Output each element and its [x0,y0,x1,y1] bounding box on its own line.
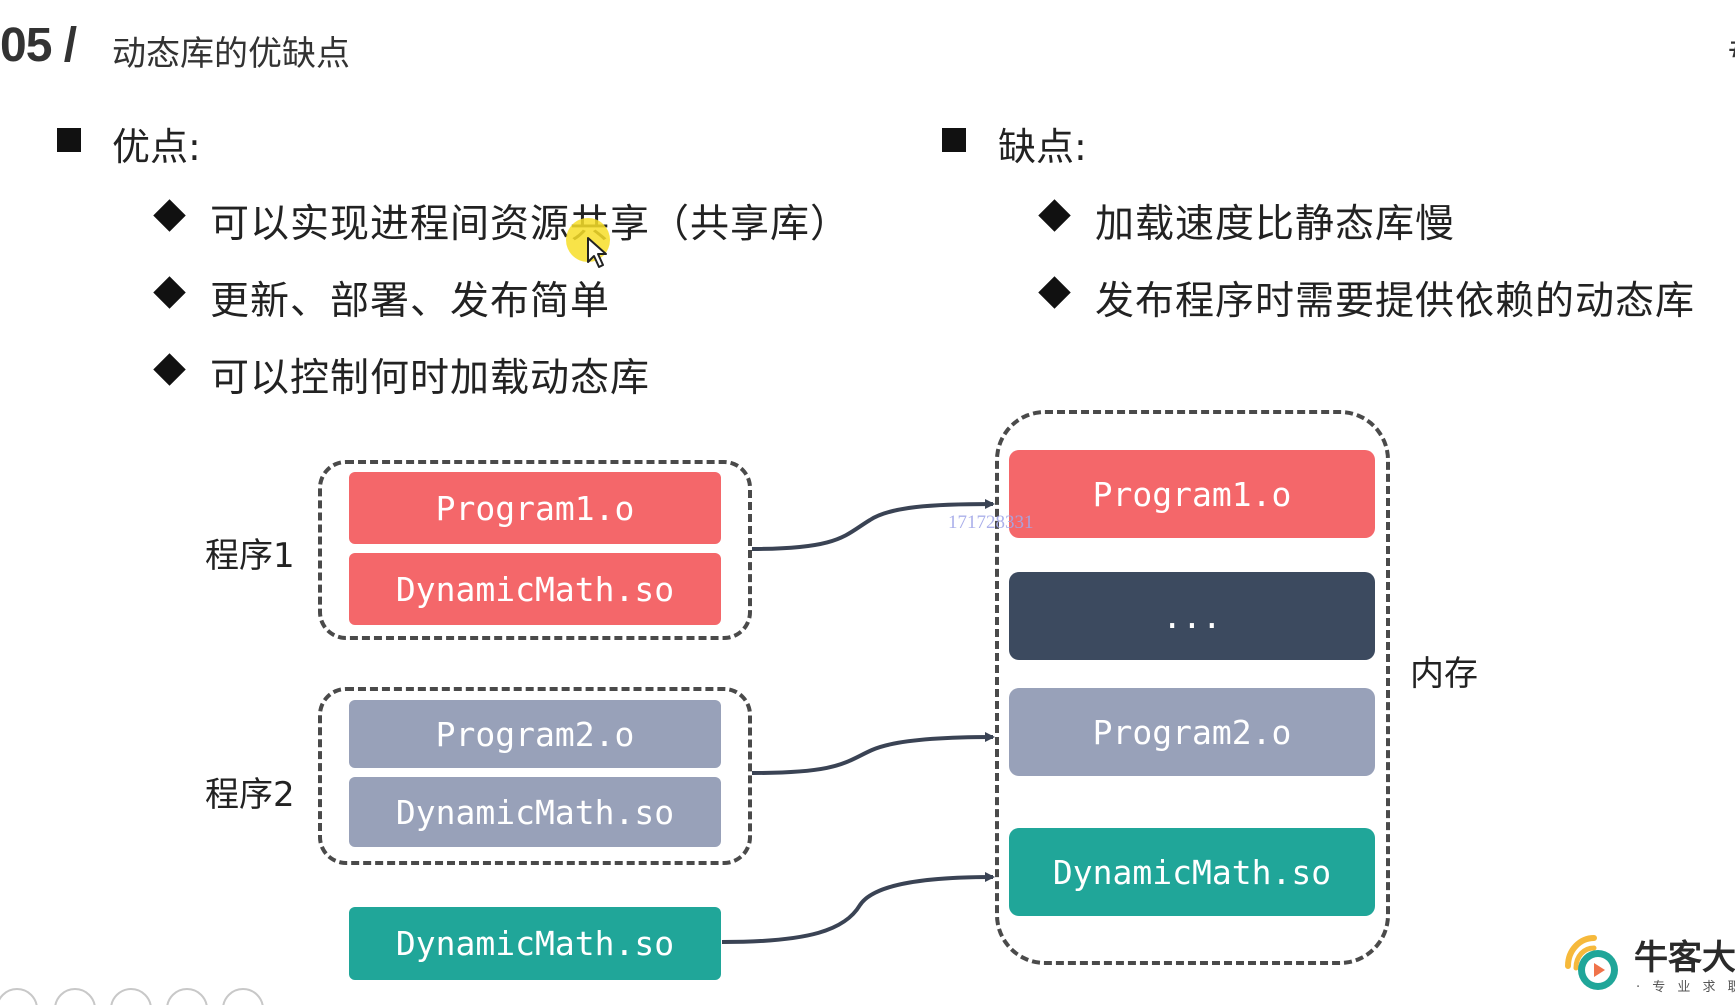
program2-library-block: DynamicMath.so [349,777,721,847]
slide-number: 05 / [0,19,77,72]
cons-item: 发布程序时需要提供依赖的动态库 [1095,279,1696,324]
arrow-program1-to-memory [751,499,995,551]
memory-library-block: DynamicMath.so [1009,828,1375,916]
standalone-library-block: DynamicMath.so [349,907,721,980]
arrow-program2-to-memory [751,732,995,775]
pros-heading: 优点: [112,125,201,169]
logo-tagline: · 专 业 求 职 辅 [1636,980,1735,995]
watermark: 171728331 [948,512,1034,533]
logo-text: 牛客大 [1634,938,1735,978]
program1-label: 程序1 [205,536,295,576]
program1-object-block: Program1.o [349,472,721,544]
program2-label: 程序2 [205,775,295,815]
pros-item: 可以控制何时加载动态库 [210,356,651,401]
pros-item: 可以实现进程间资源共享（共享库） [210,202,851,247]
mouse-pointer-icon [587,237,607,268]
pros-item: 更新、部署、发布简单 [210,279,611,324]
square-bullet-icon [942,128,966,152]
memory-label: 内存 [1410,654,1478,694]
cons-item: 加载速度比静态库慢 [1095,202,1456,247]
memory-program1-block: Program1.o [1009,450,1375,538]
memory-frame [995,410,1390,965]
cons-heading: 缺点: [998,125,1087,169]
memory-program2-block: Program2.o [1009,688,1375,776]
arrow-library-to-memory [721,872,995,944]
program1-library-block: DynamicMath.so [349,553,721,625]
square-bullet-icon [57,128,81,152]
program2-frame [318,687,752,865]
nowcoder-logo-icon [1565,935,1618,990]
slide-title: 动态库的优缺点 [112,34,350,74]
program2-object-block: Program2.o [349,700,721,768]
memory-ellipsis-block: ... [1009,572,1375,660]
program1-frame [318,460,752,640]
corner-glyph: # [1727,30,1735,65]
